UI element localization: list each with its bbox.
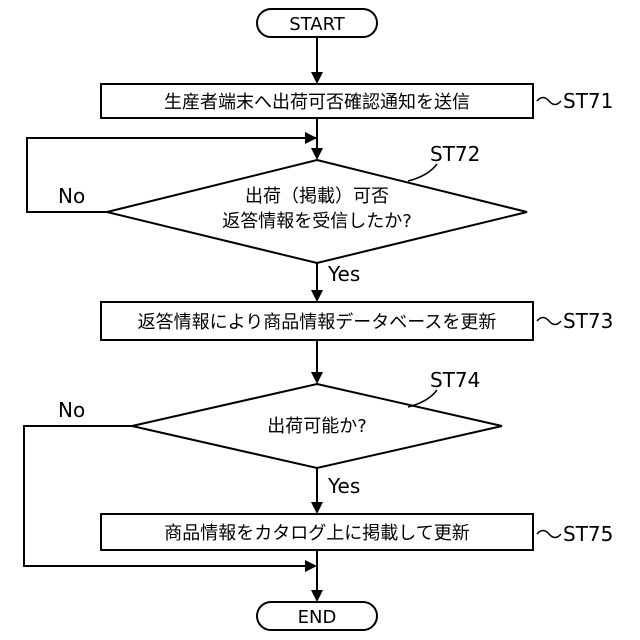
process-label-st71: 生産者端末へ出荷可否確認通知を送信 bbox=[164, 92, 470, 113]
step-label-st74: ST74 bbox=[430, 368, 480, 392]
edge-label-st72-yes: Yes bbox=[327, 262, 360, 286]
decision-label-st74: 出荷可能か? bbox=[267, 416, 367, 437]
step-label-st73: ST73 bbox=[563, 309, 613, 333]
decision-label-st72-line1: 出荷（掲載）可否 bbox=[245, 186, 389, 207]
arrowhead bbox=[311, 590, 323, 602]
step-leader-st74 bbox=[408, 390, 437, 407]
arrowhead bbox=[305, 560, 317, 572]
process-label-st75: 商品情報をカタログ上に掲載して更新 bbox=[164, 523, 469, 544]
process-label-st73: 返答情報により商品情報データベースを更新 bbox=[138, 312, 497, 333]
arrowhead bbox=[311, 290, 323, 302]
arrowhead bbox=[311, 148, 323, 160]
edge-label-st72-no: No bbox=[58, 184, 85, 208]
arrowhead bbox=[311, 502, 323, 514]
step-leader-st75 bbox=[537, 531, 561, 538]
start-label: START bbox=[289, 14, 346, 35]
arrowhead bbox=[311, 72, 323, 84]
step-label-st75: ST75 bbox=[563, 522, 613, 546]
step-label-st72: ST72 bbox=[430, 142, 480, 166]
end-label: END bbox=[298, 607, 337, 628]
step-leader-st71 bbox=[537, 98, 561, 105]
edge-label-st74-no: No bbox=[58, 398, 85, 422]
arrowhead bbox=[311, 372, 323, 384]
arrowhead bbox=[305, 132, 317, 144]
decision-label-st72-line2: 返答情報を受信したか? bbox=[222, 211, 412, 232]
step-leader-st73 bbox=[537, 318, 561, 325]
step-leader-st72 bbox=[408, 164, 437, 181]
edge-label-st74-yes: Yes bbox=[327, 474, 360, 498]
step-label-st71: ST71 bbox=[563, 89, 613, 113]
